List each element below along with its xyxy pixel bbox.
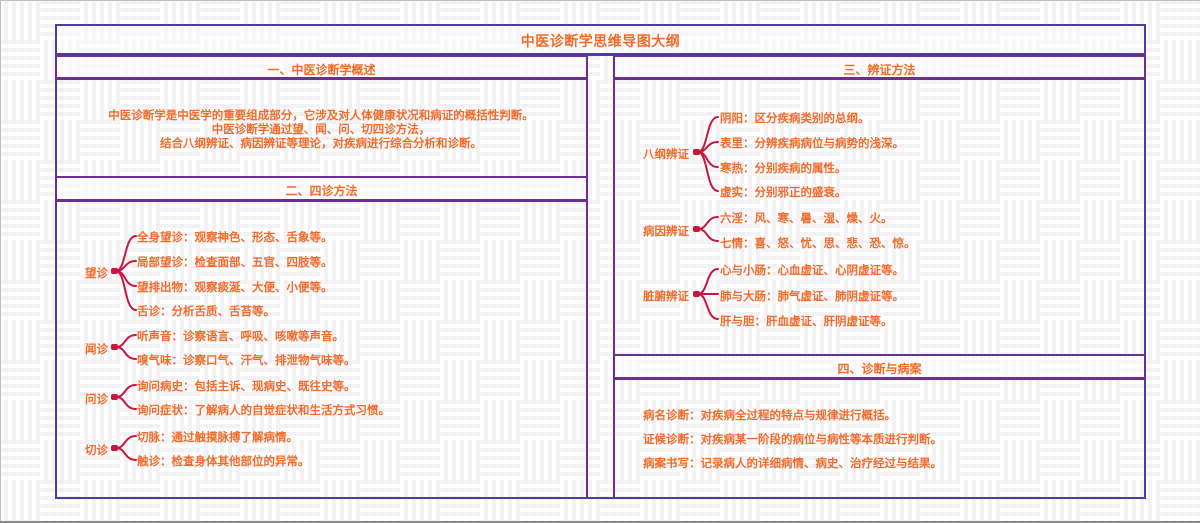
column-divider-right <box>613 55 615 499</box>
section-overview-header: 一、中医诊断学概述 <box>55 55 588 80</box>
frame-border-right <box>1144 55 1146 499</box>
frame-border-bottom <box>55 497 1146 499</box>
section-diagnosis-records-header: 四、诊断与病案 <box>613 354 1146 380</box>
mindmap-leaf: 肺与大肠：肺气虚证、肺阴虚证等。 <box>720 289 904 303</box>
connector-branches-icon <box>115 435 137 461</box>
mindmap-leaf: 询问症状：了解病人的自觉症状和生活方式习惯。 <box>137 403 390 417</box>
mindmap-node-etiology: 病因辨证 <box>643 224 689 238</box>
mindmap-leaf: 询问病史：包括主诉、现病史、既往史等。 <box>137 379 356 393</box>
connector-knob <box>111 268 118 274</box>
section-four-diagnostics-header: 二、四诊方法 <box>55 176 588 202</box>
diagnosis-line-syndrome: 证候诊断：对疾病某一阶段的病位与病性等本质进行判断。 <box>643 432 942 446</box>
mindmap-leaf: 寒热：分别疾病的属性。 <box>720 161 847 175</box>
mindmap-leaf: 听声音：诊察语言、呼吸、咳嗽等声音。 <box>137 329 344 343</box>
mindmap-leaf: 切脉：通过触摸脉搏了解病情。 <box>137 430 298 444</box>
connector-knob <box>111 445 118 451</box>
mindmap-leaf: 虚实：分别邪正的盛衰。 <box>720 185 847 199</box>
mindmap-node-eight-principles: 八纲辨证 <box>643 147 689 161</box>
connector-branches-icon <box>115 334 137 360</box>
section-heading: 一、中医诊断学概述 <box>267 63 376 77</box>
connector-knob <box>693 149 700 155</box>
mindmap-node-inspection: 望诊 <box>85 266 108 280</box>
overview-line-3: 结合八纲辨证、病因辨证等理论，对疾病进行综合分析和诊断。 <box>160 136 482 150</box>
overview-line-2: 中医诊断学通过望、闻、问、切四诊方法， <box>211 122 431 136</box>
mindmap-leaf: 表里：分辨疾病病位与病势的浅深。 <box>720 136 904 150</box>
overview-line-1: 中医诊断学是中医学的重要组成部分，它涉及对人体健康状况和病证的概括性判断。 <box>108 108 534 122</box>
column-divider-left <box>586 55 588 499</box>
page-title: 中医诊断学思维导图大纲 <box>520 34 681 50</box>
mindmap-node-palpation: 切诊 <box>85 443 108 457</box>
section-syndrome-differentiation-header: 三、辨证方法 <box>613 55 1146 80</box>
mindmap-leaf: 望排出物：观察痰涎、大便、小便等。 <box>137 280 333 294</box>
frame-border-left <box>55 55 57 499</box>
mindmap-leaf: 六淫：风、寒、暑、湿、燥、火。 <box>720 211 893 225</box>
connector-branches-icon <box>697 116 719 192</box>
diagnosis-line-case-record: 病案书写：记录病人的详细病情、病史、治疗经过与结果。 <box>643 456 942 470</box>
canvas-edge-left <box>0 0 1 523</box>
connector-knob <box>111 344 118 350</box>
diagnosis-line-disease-name: 病名诊断：对疾病全过程的特点与规律进行概括。 <box>643 408 896 422</box>
mindmap-leaf: 局部望诊：检查面部、五官、四肢等。 <box>137 255 333 269</box>
mindmap-leaf: 嗅气味：诊察口气、汗气、排泄物气味等。 <box>137 353 356 367</box>
mindmap-leaf: 全身望诊：观察神色、形态、舌象等。 <box>137 230 333 244</box>
mindmap-leaf: 舌诊：分析舌质、舌苔等。 <box>137 304 275 318</box>
connector-branches-icon <box>697 268 719 320</box>
canvas-edge-bottom <box>0 521 1200 523</box>
canvas-edge-top <box>0 0 1200 1</box>
connector-branches-icon <box>697 216 719 242</box>
connector-branches-icon <box>115 384 137 410</box>
title-bar: 中医诊断学思维导图大纲 <box>55 24 1146 56</box>
mindmap-node-listening-smelling: 闻诊 <box>85 342 108 356</box>
connector-knob <box>693 291 700 297</box>
section-heading: 二、四诊方法 <box>285 184 358 198</box>
connector-knob <box>693 226 700 232</box>
connector-branches-icon <box>115 235 137 311</box>
mindmap-leaf: 阴阳：区分疾病类别的总纲。 <box>720 111 870 125</box>
mindmap-node-zang-fu: 脏腑辨证 <box>643 289 689 303</box>
mindmap-leaf: 肝与胆：肝血虚证、肝阴虚证等。 <box>720 314 893 328</box>
section-heading: 三、辨证方法 <box>843 63 916 77</box>
mindmap-leaf: 心与小肠：心血虚证、心阴虚证等。 <box>720 263 904 277</box>
mindmap-node-inquiry: 问诊 <box>85 392 108 406</box>
mindmap-leaf: 触诊：检查身体其他部位的异常。 <box>137 454 310 468</box>
section-heading: 四、诊断与病案 <box>837 362 922 376</box>
connector-knob <box>111 394 118 400</box>
mindmap-leaf: 七情：喜、怒、忧、思、悲、恐、惊。 <box>720 236 916 250</box>
